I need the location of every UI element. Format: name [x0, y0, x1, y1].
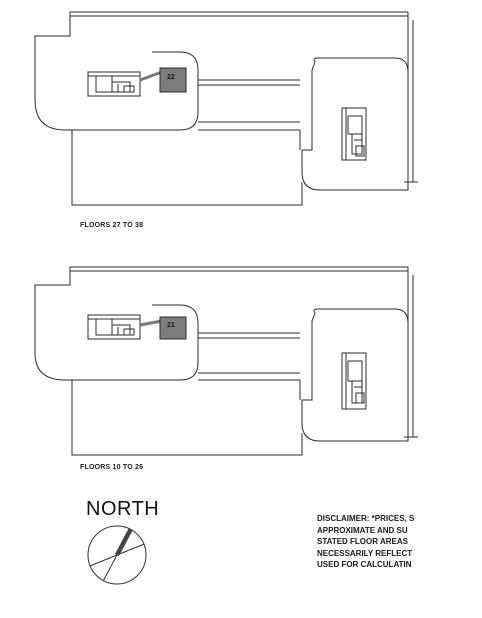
north-arrow-icon	[87, 525, 147, 585]
unit-number: 21	[167, 322, 175, 329]
disclaimer: DISCLAIMER: *PRICES, S APPROXIMATE AND S…	[317, 513, 482, 571]
key-plan-bottom-drawing	[34, 266, 418, 456]
unit-highlight	[159, 316, 187, 340]
disclaimer-line: STATED FLOOR AREAS	[317, 537, 408, 546]
disclaimer-line: USED FOR CALCULATIN	[317, 560, 412, 569]
key-plan-top: 22 FLOORS 27 TO 38	[0, 0, 482, 229]
unit-highlight	[159, 67, 187, 93]
key-plan-bottom: 21 FLOORS 10 TO 26	[0, 255, 482, 471]
disclaimer-line: NECESSARILY REFLECT	[317, 548, 413, 558]
unit-number: 22	[167, 74, 175, 81]
floor-label: FLOORS 27 TO 38	[80, 222, 144, 229]
north-label: NORTH	[86, 498, 160, 520]
disclaimer-line: DISCLAIMER: *PRICES, S	[317, 514, 415, 523]
key-plan-top-drawing	[34, 11, 418, 206]
disclaimer-line: APPROXIMATE AND SU	[317, 525, 408, 535]
floor-label: FLOORS 10 TO 26	[80, 464, 144, 471]
